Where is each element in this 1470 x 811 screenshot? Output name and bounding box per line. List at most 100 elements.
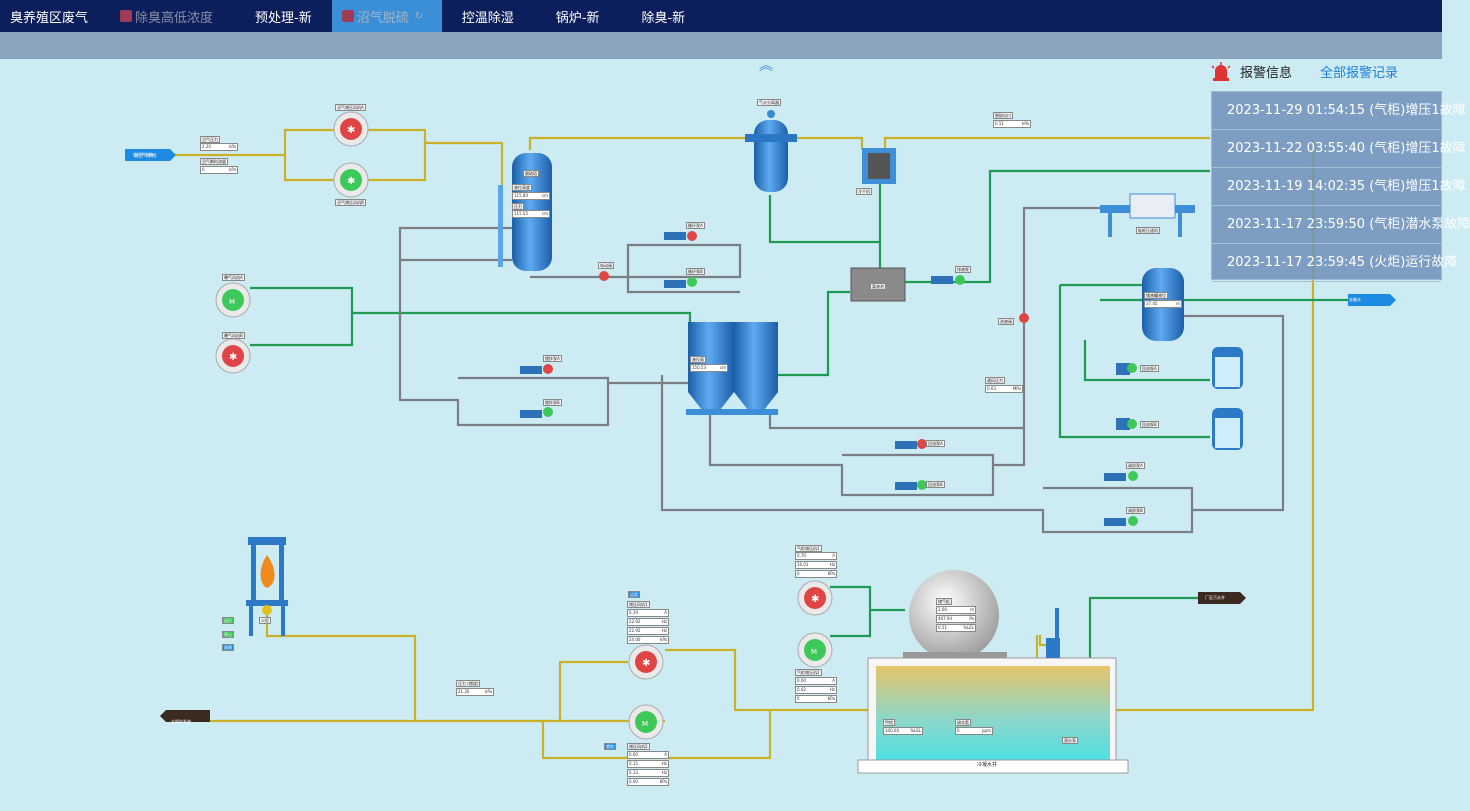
alarm-item[interactable]: 2023-11-29 01:54:15 (气柜)增压1故障 [1212, 92, 1466, 130]
torch-stop-button[interactable]: 停止 [222, 631, 234, 638]
fan-icon: M [215, 282, 251, 318]
gas-holder-label: 储气柜 [936, 598, 952, 605]
circ-a-label: 回流泵A [1140, 365, 1159, 372]
torch-tag-label: 去锅炉系统 [171, 719, 191, 724]
svg-text:✱: ✱ [229, 352, 237, 363]
h2s-label: 脱硫出口 [993, 112, 1013, 119]
pump-icon [895, 439, 927, 449]
tab-label: 沼气脱硫 [356, 10, 409, 26]
alarm-item[interactable]: 2023-11-19 14:02:35 (气柜)增压1故障 [1212, 168, 1466, 206]
valve-icon [1019, 313, 1029, 323]
alarm-siren-icon [1211, 62, 1231, 81]
tab-deodor-new[interactable]: 除臭-新 [641, 10, 686, 26]
tower1-pressure-label: 压力 [512, 203, 524, 210]
outlet-tag [1348, 294, 1396, 306]
refresh-icon: ↻ [414, 10, 424, 22]
alarm-item[interactable]: 2023-11-17 23:59:45 (火炬)运行故障 [1212, 244, 1457, 282]
mid-valve-label: 进液阀 [998, 318, 1014, 325]
stir-b-label: 搅拌泵B [543, 399, 562, 406]
fan-b-label: 沼气增压风机B [335, 199, 366, 206]
alarm-header: 报警信息 全部报警记录 [1210, 60, 1398, 82]
all-alarm-records-link[interactable]: 全部报警记录 [1320, 65, 1399, 81]
stir-a-label: 搅拌泵A [543, 355, 562, 362]
condensate-pool [857, 657, 1129, 774]
tab-icon [341, 10, 354, 22]
sub-toolbar [0, 32, 1442, 59]
tower1-level-label: 液位高度 [512, 184, 532, 191]
inlet-pressure-label: 沼气压力 [200, 136, 220, 143]
local-indicator: 就地 [604, 743, 616, 750]
buffer-tank-label: 储液罐液位 [1144, 292, 1168, 299]
inlet-tag-label: 进沼气系统 [133, 152, 153, 157]
collapse-chevron-up-icon[interactable]: ︽ [759, 58, 773, 74]
booster1-title: 气柜增压机1 [795, 545, 822, 552]
pump-b-label: 循环泵B [686, 268, 705, 275]
tower2-label: 液位高 [690, 356, 706, 363]
alarm-item[interactable]: 2023-11-17 23:59:50 (气柜)潜水泵故障 [1212, 206, 1470, 244]
fan-group: ✱ ✱ M ✱ ✱ M ✱ M [215, 111, 833, 740]
booster2-title: 气柜增压机2 [795, 669, 822, 676]
fan-icon: ✱ [628, 644, 664, 680]
tab-deodor-concentration[interactable]: 除臭高低浓度 [110, 0, 223, 32]
reg-b-label: 调质泵B [1126, 507, 1145, 514]
pump-icon [1104, 471, 1138, 481]
filter-press-label: 板框压滤机 [1136, 227, 1160, 234]
fan-icon: ✱ [333, 162, 369, 198]
reg-a-label: 调质泵A [1126, 462, 1145, 469]
fan-icon: M [628, 704, 664, 740]
svg-text:M: M [811, 648, 817, 656]
tower1-label: 脱硫塔 [523, 170, 539, 177]
tank-box-label: 富液池 [870, 283, 886, 290]
return-a-label: 回流泵A [926, 440, 945, 447]
svg-text:✱: ✱ [347, 176, 355, 187]
torch-fault-button[interactable]: 故障 [222, 644, 234, 651]
dryer-label: 冷干机 [856, 188, 872, 195]
alarm-item[interactable]: 2023-11-22 03:55:40 (气柜)增压1故障 [1212, 130, 1466, 168]
top-navigation: 臭养殖区废气 除臭高低浓度 预处理-新 沼气脱硫 ↻ 控温除湿 锅炉-新 除臭-新 [0, 0, 1442, 32]
pump-icon [520, 407, 553, 418]
svg-text:✱: ✱ [642, 658, 650, 669]
torch-label: 火炬 [259, 617, 271, 624]
gas-holder-row: 0.51%LEL [936, 624, 976, 632]
cold-dryer [862, 148, 896, 184]
tab-pretreatment[interactable]: 预处理-新 [255, 10, 312, 26]
separator-label: 气水分离器 [757, 99, 781, 106]
pump-icon [520, 364, 553, 374]
valve-icon [599, 271, 609, 281]
tab-boiler[interactable]: 锅炉-新 [555, 10, 600, 26]
svg-text:M: M [229, 298, 235, 306]
tab-livestock-exhaust[interactable]: 臭养殖区废气 [10, 10, 89, 26]
pump-icon [1104, 516, 1138, 526]
torch-run-button[interactable]: 运行 [222, 617, 234, 624]
booster-main-title: 增压风机1 [627, 601, 650, 608]
valve-label: 电动阀 [598, 262, 614, 269]
torch-pressure-label: 压力 (燃烧) [456, 680, 481, 687]
inlet-tag-text: 进沼气系统 [134, 152, 157, 159]
pool-label: 冷凝水井 [977, 762, 998, 768]
fan-icon: ✱ [797, 580, 833, 616]
filter-press [1100, 193, 1195, 237]
fan-icon: M [797, 632, 833, 668]
tab-temperature-dehumidify[interactable]: 控温除湿 [461, 10, 514, 26]
alarm-title: 报警信息 [1240, 65, 1293, 81]
small-tanks [1212, 347, 1243, 450]
tab-biogas-desulfurization[interactable]: 沼气脱硫 ↻ [331, 0, 442, 32]
inlet-tag: 进沼气系统 [125, 149, 176, 161]
pump-icon [931, 275, 965, 285]
